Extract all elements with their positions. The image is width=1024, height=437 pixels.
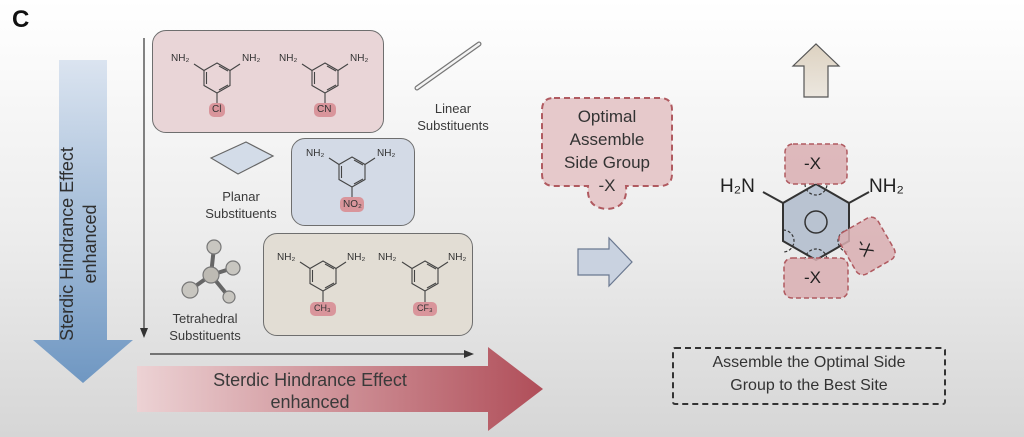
vertical-hindrance-arrow xyxy=(33,60,133,383)
panel-label: C xyxy=(12,6,30,33)
mol3-left-amine: NH₂ xyxy=(306,148,325,159)
planar-label-line1: Planar xyxy=(222,189,260,204)
summary-text: Assemble the Optimal Side Group to the B… xyxy=(672,351,946,397)
tetrahedral-label-line2: Substituents xyxy=(169,328,241,343)
horizontal-arrow-label-line1: Sterdic Hindrance Effect xyxy=(213,370,407,390)
linear-label-line2: Substituents xyxy=(417,118,489,133)
site-top-box xyxy=(784,143,848,185)
planar-label-line2: Substituents xyxy=(205,206,277,221)
linear-label-line1: Linear xyxy=(434,101,472,116)
mol5-substituent: CF₃ xyxy=(417,303,433,313)
linear-substituent-box xyxy=(152,30,384,133)
linear-substituents-label: Linear Substituents xyxy=(405,100,501,134)
tetrahedral-substituents-label: Tetrahedral Substituents xyxy=(157,310,253,344)
mol1-left-amine: NH₂ xyxy=(171,53,190,64)
mol4-right-amine: NH₂ xyxy=(347,252,366,263)
mol3-substituent: NO₂ xyxy=(343,199,362,210)
process-arrow xyxy=(577,236,633,288)
mol2-substituent: CN xyxy=(317,104,332,115)
tetrahedral-label-line1: Tetrahedral xyxy=(172,311,238,326)
product-ring-inner-circle xyxy=(804,210,828,234)
mol1-right-amine: NH₂ xyxy=(242,53,261,64)
product-molecule xyxy=(762,143,896,299)
site-top-label: -X xyxy=(804,154,821,173)
summary-line1: Assemble the Optimal Side xyxy=(712,354,906,371)
optimal-bubble-shape xyxy=(541,97,673,211)
site-bottom-label: -X xyxy=(804,268,821,287)
mol4-substituent: CH₃ xyxy=(314,303,331,313)
mol2-left-amine: NH₂ xyxy=(279,53,298,64)
bubble-line3: Side Group xyxy=(564,153,650,172)
planar-substituent-diamond xyxy=(209,141,275,175)
mol2-right-amine: NH₂ xyxy=(350,53,369,64)
mol4-left-amine: NH₂ xyxy=(277,252,296,263)
mol1-substituent: Cl xyxy=(212,104,222,115)
horizontal-hindrance-arrow xyxy=(137,347,543,431)
mol5-left-amine: NH₂ xyxy=(378,252,397,263)
summary-box xyxy=(672,347,946,405)
horizontal-arrow-label: Sterdic Hindrance Effect enhanced xyxy=(180,369,440,413)
up-arrow xyxy=(791,43,841,98)
bubble-line4: -X xyxy=(598,176,616,195)
planar-substituents-label: Planar Substituents xyxy=(193,188,289,222)
site-bottom-box xyxy=(783,257,849,299)
product-right-amine: NH₂ xyxy=(869,176,904,197)
mol5-right-amine: NH₂ xyxy=(448,252,467,263)
tetrahedral-substituent-box xyxy=(263,233,473,336)
product-left-amine: H₂N xyxy=(720,176,755,197)
mol3-right-amine: NH₂ xyxy=(377,148,396,159)
bubble-line1: Optimal xyxy=(577,107,637,126)
optimal-bubble-text: Optimal Assemble Side Group -X xyxy=(546,105,668,197)
site-right-box xyxy=(838,216,896,276)
bubble-line2: Assemble xyxy=(569,130,645,149)
y-axis-arrowhead xyxy=(140,328,148,338)
x-axis-arrowhead xyxy=(464,350,474,358)
horizontal-arrow-label-line2: enhanced xyxy=(270,392,350,412)
summary-line2: Group to the Best Site xyxy=(730,377,888,394)
